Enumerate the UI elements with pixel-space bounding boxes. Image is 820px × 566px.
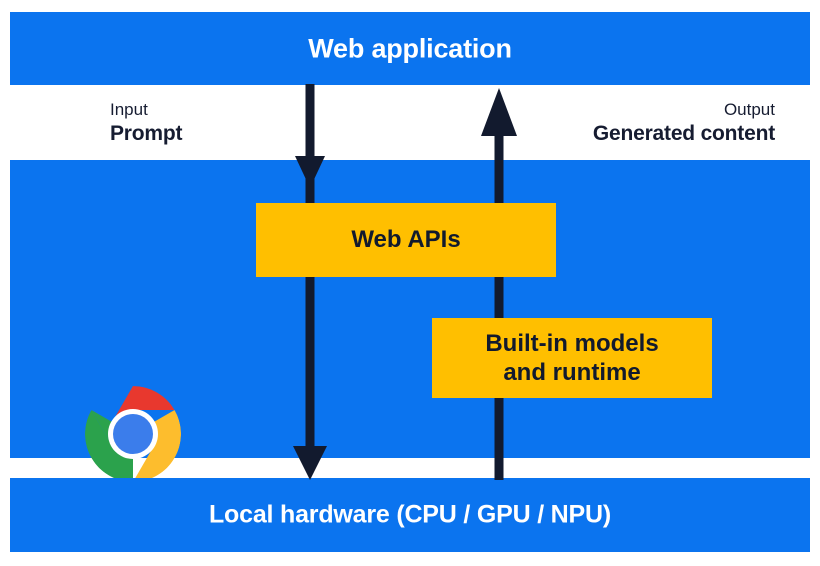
web-apis-box[interactable]: Web APIs <box>256 203 556 277</box>
output-caption: Output Generated content <box>593 100 775 147</box>
band-web-application: Web application <box>10 12 810 85</box>
builtin-models-line-1: Built-in models <box>485 329 659 357</box>
output-kind-label: Output <box>723 100 775 119</box>
builtin-models-box[interactable]: Built-in models and runtime <box>432 318 712 398</box>
band-local-hardware: Local hardware (CPU / GPU / NPU) <box>10 478 810 552</box>
input-value-label: Prompt <box>110 122 183 146</box>
web-apis-label: Web APIs <box>351 226 461 254</box>
local-hardware-label: Local hardware (CPU / GPU / NPU) <box>208 500 611 529</box>
output-value-label: Generated content <box>592 122 775 146</box>
builtin-models-line-2: and runtime <box>503 359 641 386</box>
input-kind-label: Input <box>110 100 148 119</box>
builtin-models-label: Built-in models and runtime <box>485 329 658 388</box>
chrome-logo-icon <box>85 386 181 482</box>
input-caption: Input Prompt <box>110 100 183 147</box>
web-application-label: Web application <box>308 33 512 63</box>
